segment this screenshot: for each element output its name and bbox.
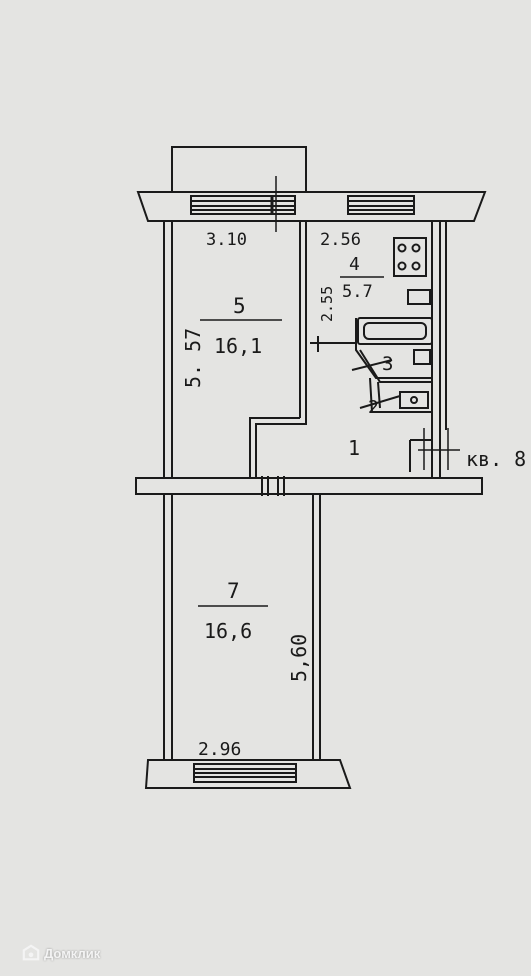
washbasin bbox=[413, 349, 431, 365]
watermark-brand: Домклик bbox=[44, 945, 101, 961]
room4-area: 5.7 bbox=[342, 282, 373, 302]
left-wall-upper bbox=[163, 221, 173, 478]
dim-room5-width: 3.10 bbox=[206, 230, 247, 250]
room2-number: 2 bbox=[368, 397, 379, 418]
partition-5-4 bbox=[299, 221, 307, 418]
dim-room5-length: 5. 57 bbox=[181, 328, 205, 388]
dim-room7-width: 2.96 bbox=[198, 739, 241, 760]
watermark: Домклик bbox=[22, 944, 100, 962]
room7-right-wall bbox=[312, 494, 321, 760]
bathtub bbox=[357, 317, 433, 345]
room4-number: 4 bbox=[349, 254, 360, 275]
middle-wall bbox=[135, 477, 483, 495]
room1-number: 1 bbox=[348, 436, 360, 460]
dim-room7-length: 5,60 bbox=[287, 634, 311, 682]
room7-number: 7 bbox=[227, 579, 240, 603]
room5-number: 5 bbox=[233, 294, 246, 318]
entrance-door bbox=[261, 476, 285, 496]
notch-wall bbox=[249, 417, 307, 478]
room7-area: 16,6 bbox=[204, 619, 252, 643]
window-top-left bbox=[190, 176, 296, 232]
dim-room4-length: 2.55 bbox=[318, 286, 336, 322]
dim-room4-width: 2.56 bbox=[320, 230, 361, 250]
apartment-label: кв. 8 bbox=[466, 447, 526, 471]
kitchen-sink bbox=[407, 289, 431, 305]
balcony bbox=[171, 146, 307, 192]
room3-number: 3 bbox=[382, 353, 393, 375]
right-wall bbox=[431, 221, 441, 478]
room5-area: 16,1 bbox=[214, 334, 262, 358]
stove bbox=[393, 237, 427, 277]
window-top-right bbox=[347, 195, 415, 215]
room7-left-wall bbox=[163, 494, 173, 760]
window-bottom bbox=[193, 763, 297, 783]
domclick-logo-icon bbox=[22, 944, 40, 961]
toilet bbox=[399, 391, 429, 409]
